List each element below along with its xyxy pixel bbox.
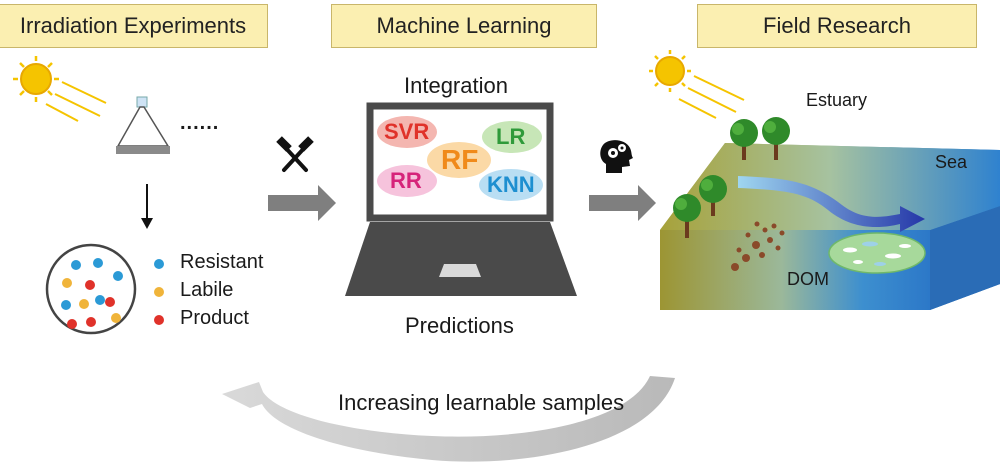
tree-icon <box>673 194 701 238</box>
sun-icon <box>13 56 59 102</box>
legend-label-labile: Labile <box>180 279 234 301</box>
model-ellipse-rr <box>377 165 437 197</box>
model-ellipse-rf <box>427 142 491 178</box>
tree-icon <box>730 119 758 160</box>
arrow-right-1 <box>268 185 336 221</box>
irradiation-apparatus <box>116 96 170 154</box>
sunlight-rays-right <box>678 75 745 119</box>
sea-label: Sea <box>935 152 968 172</box>
feedback-loop-arrow <box>222 376 675 462</box>
model-label-rf: RF <box>441 144 479 175</box>
tools-icon <box>273 136 318 176</box>
head-gears-icon <box>596 136 638 176</box>
legend-dot-labile <box>154 287 164 297</box>
estuary-label: Estuary <box>806 90 868 110</box>
dom-particles-cloud <box>828 232 926 274</box>
model-ellipse-knn <box>479 169 543 201</box>
integration-label: Integration <box>404 73 508 98</box>
model-ellipse-svr <box>377 116 437 148</box>
dom-label: DOM <box>787 269 829 289</box>
loop-label: Increasing learnable samples <box>338 390 625 415</box>
estuary-landscape <box>660 143 1000 310</box>
header-machine-learning: Machine Learning <box>331 4 597 48</box>
sunlight-rays <box>45 81 107 122</box>
header-irradiation-experiments: Irradiation Experiments <box>0 4 268 48</box>
legend-label-product: Product <box>180 307 249 329</box>
model-label-rr: RR <box>390 168 422 193</box>
header-field-research: Field Research <box>697 4 977 48</box>
model-label-knn: KNN <box>487 172 535 197</box>
model-ellipse-lr <box>482 121 542 153</box>
model-label-svr: SVR <box>384 119 430 144</box>
legend-dot-product <box>154 315 164 325</box>
model-label-lr: LR <box>496 124 526 149</box>
tree-icon <box>762 117 790 160</box>
arrow-right-2 <box>589 185 656 221</box>
legend-dot-resistant <box>154 259 164 269</box>
river-flow-arrow <box>738 176 925 232</box>
sediment-dots <box>731 221 785 271</box>
sample-vial <box>45 243 137 335</box>
ellipsis-text: ...... <box>180 112 220 134</box>
tree-icon <box>699 175 727 216</box>
sun-icon-right <box>649 50 691 92</box>
legend-label-resistant: Resistant <box>180 251 264 273</box>
down-arrow <box>141 184 153 229</box>
predictions-label: Predictions <box>405 313 514 338</box>
